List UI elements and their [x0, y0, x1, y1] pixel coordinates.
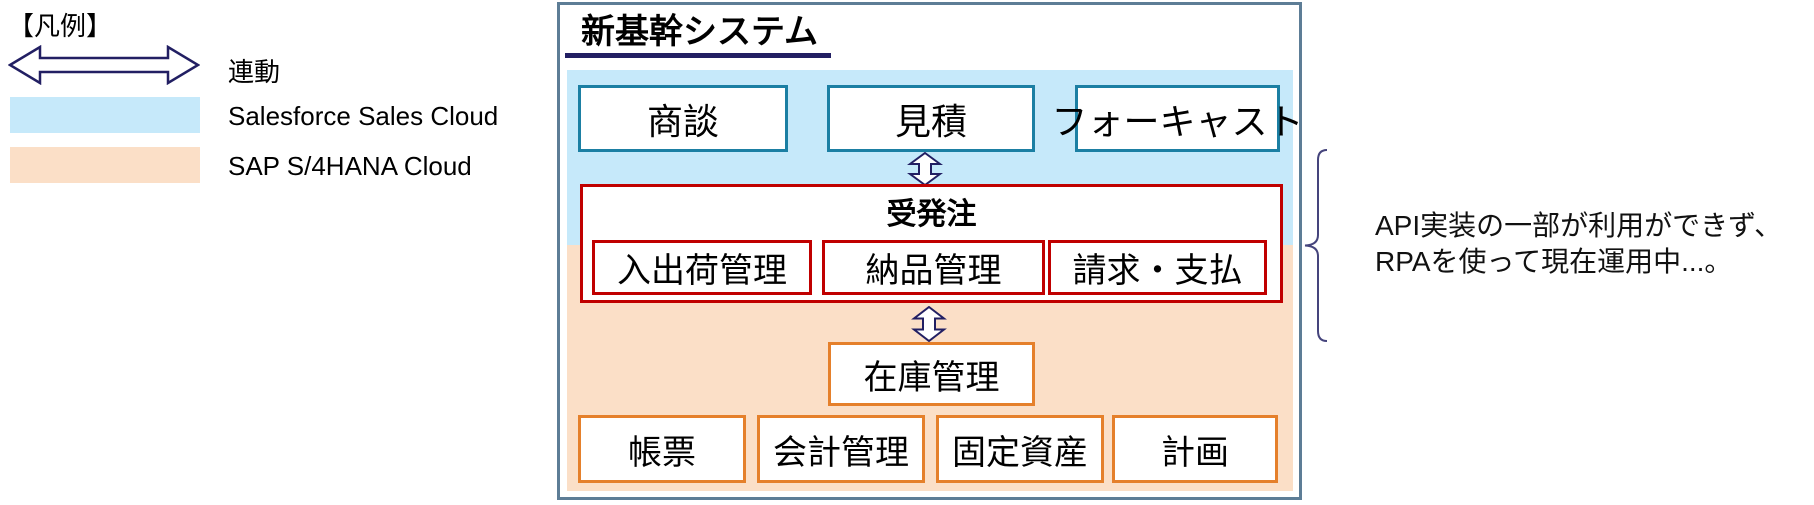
double-headed-arrow-icon	[8, 45, 200, 85]
legend-salesforce-label: Salesforce Sales Cloud	[228, 101, 499, 131]
order-section-label: 受発注	[886, 198, 977, 231]
module-box-chohyo: 帳票	[578, 415, 746, 483]
annotation-line-1: API実装の一部が利用ができず、	[1375, 210, 1783, 241]
module-box-seikyu: 請求・支払	[1048, 240, 1267, 295]
legend-sap-swatch	[10, 147, 200, 183]
annotation-line-2: RPAを使って現在運用中...。	[1375, 246, 1733, 277]
legend-sap-label: SAP S/4HANA Cloud	[228, 151, 472, 181]
module-box-keikaku: 計画	[1112, 415, 1278, 483]
module-box-nohin: 納品管理	[822, 240, 1045, 295]
legend-salesforce-swatch	[10, 97, 200, 133]
vertical-sync-arrow-icon-bottom	[911, 306, 947, 342]
vertical-sync-arrow-icon-top	[907, 152, 943, 186]
diagram-title: 新基幹システム	[565, 10, 831, 58]
module-box-kotei: 固定資産	[936, 415, 1104, 483]
legend-arrow-label: 連動	[228, 57, 281, 87]
module-box-shodan: 商談	[578, 85, 788, 152]
curly-brace-icon	[1304, 149, 1328, 342]
legend-title: 【凡例】	[8, 11, 113, 41]
module-box-kaikei: 会計管理	[757, 415, 925, 483]
annotation-note: API実装の一部が利用ができず、 RPAを使って現在運用中...。	[1375, 208, 1805, 280]
module-box-forecast: フォーキャスト	[1052, 85, 1304, 152]
module-box-nyushukka: 入出荷管理	[592, 240, 812, 295]
module-box-zaiko: 在庫管理	[828, 342, 1035, 406]
module-box-mitsumori: 見積	[827, 85, 1035, 152]
